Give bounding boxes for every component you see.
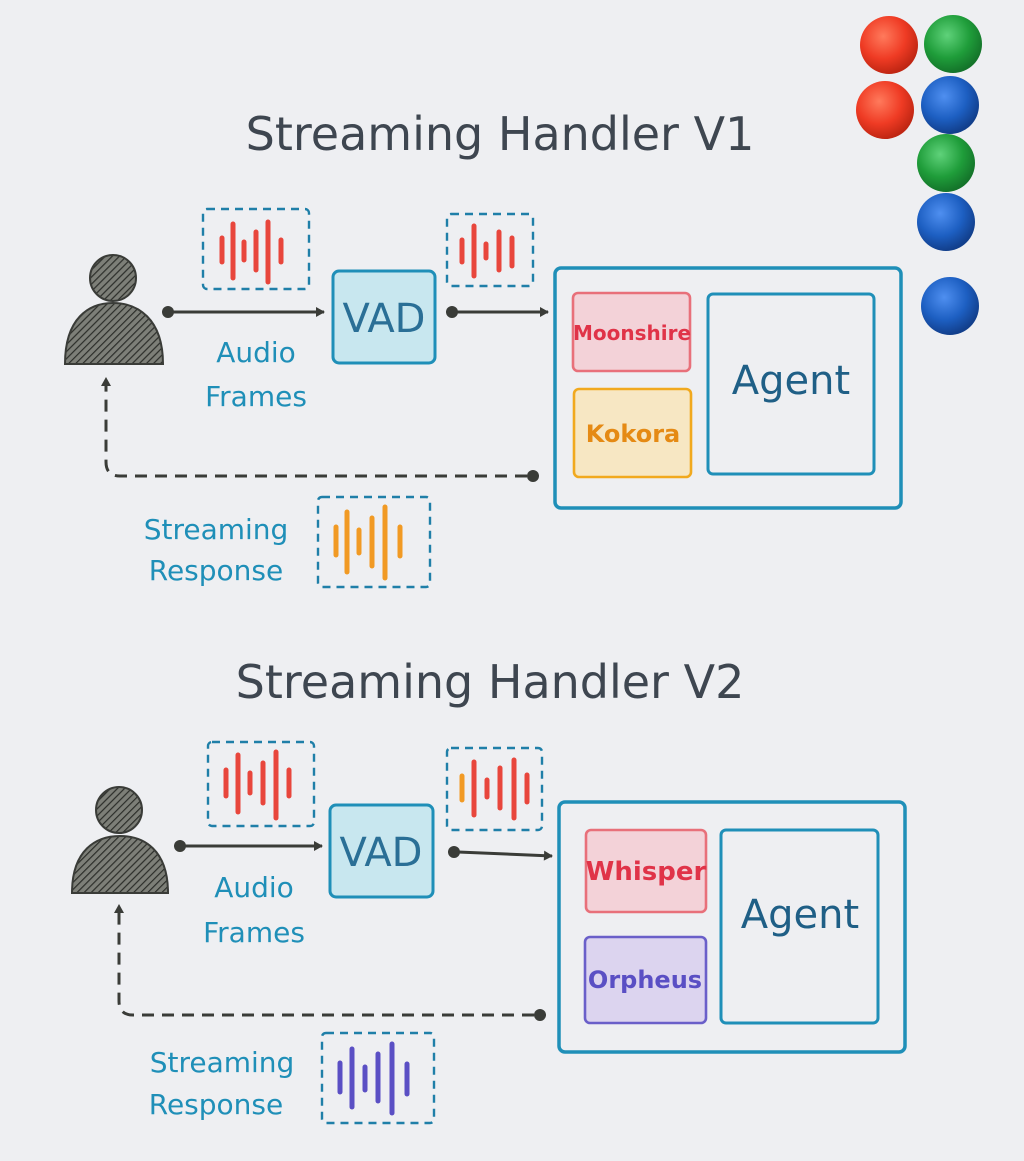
speech-flow-arrow <box>457 850 553 861</box>
audio-waveform-icon <box>337 1041 410 1116</box>
user-icon <box>70 786 170 894</box>
vad-output-frames-box <box>445 212 535 288</box>
audio-waveform-icon <box>333 504 403 581</box>
stt-model-label: Whisper <box>586 857 707 887</box>
diagram-v1: Streaming Handler V1 Audio Frames VAD <box>63 107 903 589</box>
tts-model-box <box>572 387 693 479</box>
response-frames-box <box>320 1031 436 1125</box>
streaming-response-label: Streaming <box>144 513 289 546</box>
audio-frames-box <box>201 207 311 291</box>
diagram-v2: Streaming Handler V2 Audio Frames VAD <box>70 655 907 1125</box>
audio-frames-label: Frames <box>203 916 305 949</box>
agent-box <box>719 828 880 1025</box>
connector-dot <box>446 306 458 318</box>
response-frames-box <box>316 495 432 589</box>
agent-label: Agent <box>732 358 850 404</box>
streaming-response-label: Response <box>149 554 283 587</box>
magnet-blue <box>921 277 979 335</box>
tts-model-label: Orpheus <box>588 966 702 994</box>
vad-box <box>328 803 435 899</box>
magnet-green <box>924 15 982 73</box>
stt-model-label: Moonshire <box>573 321 691 345</box>
magnet-green <box>917 134 975 192</box>
audio-waveform-icon <box>223 749 292 821</box>
pipeline-container <box>553 266 903 510</box>
diagram-title-v1: Streaming Handler V1 <box>246 107 755 161</box>
tts-model-label: Kokora <box>586 420 681 448</box>
tts-model-box <box>583 935 708 1025</box>
streaming-response-label: Streaming <box>150 1046 295 1079</box>
connector-dot <box>534 1009 546 1021</box>
audio-waveform-icon <box>219 219 284 285</box>
stt-model-box <box>571 291 692 373</box>
agent-box <box>706 292 876 476</box>
connector-dot <box>527 470 539 482</box>
agent-label: Agent <box>741 892 859 938</box>
magnet-red <box>856 81 914 139</box>
vad-box <box>331 269 437 365</box>
connector-dot <box>448 846 460 858</box>
audio-waveform-icon <box>459 223 515 279</box>
vad-output-frames-box <box>445 746 544 832</box>
audio-frames-label: Frames <box>205 380 307 413</box>
stt-model-box <box>584 828 708 914</box>
audio-frames-label: Audio <box>214 871 294 904</box>
magnet-blue <box>917 193 975 251</box>
connector-dot <box>162 306 174 318</box>
pipeline-container <box>557 800 907 1054</box>
magnet-cluster <box>856 15 982 335</box>
vad-label: VAD <box>340 830 423 876</box>
vad-label: VAD <box>343 296 426 342</box>
diagram-title-v2: Streaming Handler V2 <box>236 655 745 709</box>
audio-frames-label: Audio <box>216 336 296 369</box>
audio-frames-box <box>206 740 316 828</box>
response-flow-arrow <box>114 904 534 1017</box>
magnet-red <box>860 16 918 74</box>
response-flow-arrow <box>101 377 527 478</box>
user-icon <box>63 254 165 365</box>
streaming-response-label: Response <box>149 1088 283 1121</box>
connector-dot <box>174 840 186 852</box>
audio-waveform-icon <box>459 757 530 821</box>
magnet-blue <box>921 76 979 134</box>
